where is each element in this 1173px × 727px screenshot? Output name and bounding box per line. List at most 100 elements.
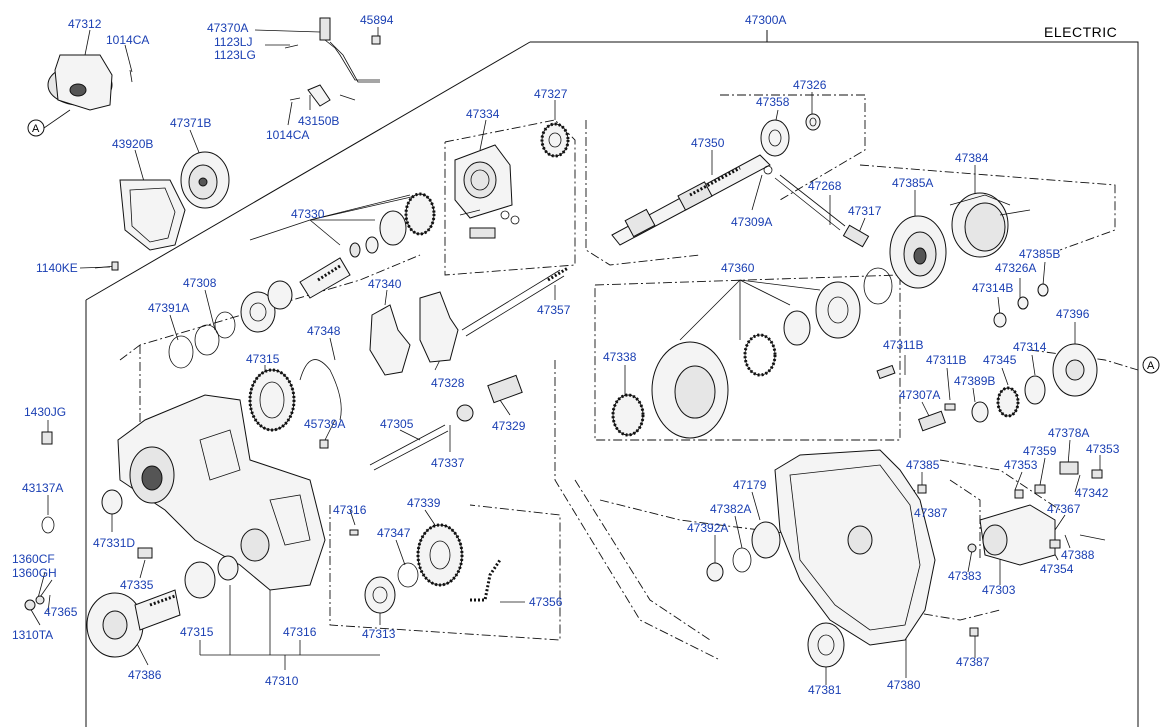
gasket-part (119, 179, 186, 251)
bearing-part (971, 401, 989, 423)
shift-motor-part (979, 461, 1106, 566)
part-label: 47386 (128, 668, 162, 682)
part-label: 47381 (808, 683, 842, 697)
seal-part (706, 562, 724, 582)
sensor-ring-part (760, 119, 790, 157)
part-label: 47345 (983, 353, 1017, 367)
pin-part (41, 431, 53, 445)
part-label: 47354 (1040, 562, 1074, 576)
part-label: 47335 (120, 578, 154, 592)
part-label: 47382A (710, 502, 751, 516)
part-label: 47329 (492, 419, 526, 433)
part-label: 45894 (360, 13, 394, 27)
part-label: 47348 (307, 324, 341, 338)
front-case-part (117, 394, 326, 591)
snap-ring-part (397, 562, 419, 588)
part-label-assembly: 47300A (745, 13, 786, 27)
part-label: 47358 (756, 95, 790, 109)
part-label: 47327 (534, 87, 568, 101)
ring-gear-part (248, 368, 296, 432)
plug-part (137, 547, 153, 559)
part-label: 47316 (333, 503, 367, 517)
washer-part (993, 312, 1007, 328)
part-label: 1014CA (106, 33, 149, 47)
part-label: 47314B (972, 281, 1013, 295)
part-label: 47380 (887, 678, 921, 692)
pin-part (319, 439, 329, 449)
small-gear-part (540, 122, 570, 158)
actuator-part (487, 374, 523, 404)
part-label: 47385B (1019, 247, 1060, 261)
part-label: 47353 (1004, 458, 1038, 472)
part-label: 1360GH (12, 566, 57, 580)
nut-part (1037, 283, 1049, 297)
part-label: 47387 (956, 655, 990, 669)
part-label: 47311B (926, 353, 966, 367)
part-label: 47305 (380, 417, 414, 431)
part-label: 1310TA (12, 628, 53, 642)
part-label: 47316 (283, 625, 317, 639)
part-label: 47391A (148, 301, 189, 315)
part-label: 47179 (733, 478, 767, 492)
variant-label: ELECTRIC (1044, 24, 1117, 40)
sprocket-part (416, 523, 464, 587)
part-label: 47356 (529, 595, 563, 609)
part-label: 47383 (948, 569, 982, 583)
bearing-part (751, 521, 781, 559)
part-label: 47328 (431, 376, 465, 390)
tube-part (774, 174, 846, 231)
part-label: 47350 (691, 136, 725, 150)
pin-part (876, 364, 896, 380)
part-label: 47334 (466, 107, 500, 121)
seal-part (1024, 375, 1046, 405)
part-label: 47311B (883, 338, 923, 352)
part-label: 47313 (362, 627, 396, 641)
part-label: 47315 (180, 625, 214, 639)
rod-part (369, 404, 474, 471)
part-label: 47307A (899, 388, 940, 402)
snap-ring-part (863, 267, 893, 305)
shift-fork-part (369, 291, 459, 376)
bearing-part (807, 622, 845, 668)
part-label: 47365 (44, 605, 78, 619)
pin-part (918, 410, 946, 432)
pump-housing-part (454, 144, 520, 239)
part-label: 47389B (954, 374, 995, 388)
drum-part (949, 192, 1031, 258)
part-label: 47312 (68, 17, 102, 31)
part-label: 47396 (1056, 307, 1090, 321)
part-label: 1014CA (266, 128, 309, 142)
ref-mark-left: A (27, 119, 45, 137)
seal-part (101, 489, 123, 515)
part-label: 43137A (22, 481, 63, 495)
part-label: 47367 (1047, 502, 1081, 516)
part-label: 47384 (955, 151, 989, 165)
ring-part (214, 311, 236, 339)
part-label: 1430JG (24, 405, 66, 419)
bolt-part (94, 261, 119, 271)
flange-part (1052, 343, 1098, 397)
output-shaft-part (611, 154, 771, 246)
part-label: 1360CF (12, 552, 55, 566)
part-label: 47385A (892, 176, 933, 190)
part-label: 47337 (431, 456, 465, 470)
part-label: 47387 (914, 506, 948, 520)
cover-part (180, 151, 230, 209)
ring-part (168, 335, 194, 369)
ring-part (194, 324, 220, 356)
seal-part (184, 561, 216, 599)
bolt-part (969, 627, 979, 637)
chain-part (470, 559, 502, 602)
front-output-part (611, 281, 861, 439)
part-label: 47331D (93, 536, 135, 550)
part-label: 47326A (995, 261, 1036, 275)
part-label: 1140KE (36, 261, 78, 275)
part-label: 47353 (1086, 442, 1120, 456)
part-label: 47340 (368, 277, 402, 291)
bearing-part (364, 576, 396, 614)
leader-lines (29, 27, 1101, 685)
part-label: 47360 (721, 261, 755, 275)
part-label: 47378A (1048, 426, 1089, 440)
washer-part (967, 543, 977, 553)
